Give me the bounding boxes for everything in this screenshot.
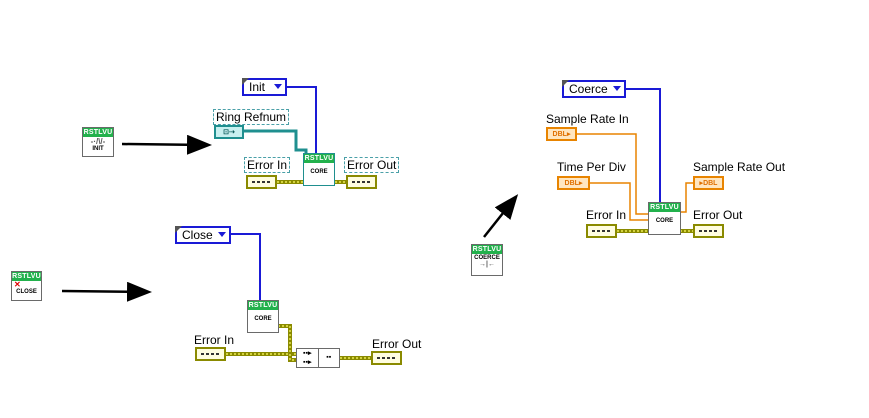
enum-corner-icon bbox=[562, 80, 569, 87]
close-error-in-terminal[interactable] bbox=[195, 347, 226, 361]
init-error-out-terminal[interactable] bbox=[346, 175, 377, 189]
coerce-error-in-label: Error In bbox=[586, 208, 627, 222]
ring-refnum-terminal[interactable]: ⊡⇢ bbox=[214, 125, 244, 139]
init-vi-header: RSTLVU bbox=[83, 128, 113, 137]
init-vi-symbol: -·/\/- bbox=[90, 137, 106, 146]
sample-rate-in-label: Sample Rate In bbox=[546, 112, 629, 126]
coerce-error-out-terminal[interactable] bbox=[693, 224, 724, 238]
coerce-core-vi[interactable]: RSTLVU CORE bbox=[648, 202, 681, 235]
close-x-icon: ✕ bbox=[14, 280, 21, 289]
close-error-out-terminal[interactable] bbox=[371, 351, 402, 365]
coerce-error-out-label: Error Out bbox=[693, 208, 743, 222]
close-core-header: RSTLVU bbox=[248, 301, 278, 310]
init-vi-icon[interactable]: RSTLVU -·/\/- INIT bbox=[82, 127, 114, 157]
arrow-coerce bbox=[483, 194, 519, 238]
merge-errors-node[interactable]: ▪▪▸▪▪▸ ▪▪ bbox=[296, 348, 340, 368]
arrow-init bbox=[121, 134, 212, 155]
sample-rate-in-terminal[interactable]: DBL▸ bbox=[546, 127, 577, 141]
close-enum-value: Close bbox=[182, 228, 213, 242]
close-enum-constant[interactable]: Close bbox=[175, 226, 231, 244]
coerce-vi-symbol: →|← bbox=[479, 261, 495, 268]
close-vi-caption: CLOSE bbox=[16, 289, 37, 295]
close-vi-header: RSTLVU bbox=[12, 272, 41, 281]
coerce-sr-wire bbox=[577, 133, 648, 215]
merge-errors-right-icon: ▪▪ bbox=[326, 354, 332, 361]
close-enum-wire bbox=[230, 233, 261, 301]
close-core-vi[interactable]: RSTLVU CORE bbox=[247, 300, 279, 333]
init-enum-wire bbox=[286, 86, 317, 154]
enum-corner-icon bbox=[175, 226, 182, 233]
sample-rate-in-dbl: DBL bbox=[552, 131, 567, 138]
init-error-in-terminal[interactable] bbox=[246, 175, 277, 189]
close-vi-icon[interactable]: RSTLVU ✕ CLOSE bbox=[11, 271, 42, 301]
close-core-caption: CORE bbox=[254, 316, 272, 322]
sample-rate-out-terminal[interactable]: ▸DBL bbox=[693, 176, 724, 190]
time-per-div-label: Time Per Div bbox=[557, 160, 626, 174]
close-error-in-label: Error In bbox=[194, 333, 235, 347]
chevron-down-icon bbox=[613, 86, 621, 91]
merge-errors-left-icon: ▪▪▸▪▪▸ bbox=[297, 349, 319, 367]
coerce-tpd-wire bbox=[590, 182, 648, 221]
init-error-out-label: Error Out bbox=[344, 157, 400, 173]
coerce-vi-icon[interactable]: RSTLVU COERCE →|← bbox=[471, 244, 503, 276]
init-enum-value: Init bbox=[249, 80, 266, 94]
coerce-enum-wire bbox=[626, 88, 661, 203]
ring-refnum-label: Ring Refnum bbox=[213, 109, 290, 125]
init-ref-wire bbox=[244, 129, 308, 156]
coerce-vi-caption: COERCE bbox=[474, 255, 500, 261]
init-core-vi[interactable]: RSTLVU CORE bbox=[303, 153, 335, 186]
chevron-down-icon bbox=[218, 232, 226, 237]
chevron-down-icon bbox=[274, 84, 282, 89]
coerce-enum-constant[interactable]: Coerce bbox=[562, 80, 626, 98]
init-core-header: RSTLVU bbox=[304, 154, 334, 163]
init-core-caption: CORE bbox=[310, 169, 328, 175]
coerce-enum-value: Coerce bbox=[569, 82, 608, 96]
enum-corner-icon bbox=[242, 78, 249, 85]
time-per-div-dbl: DBL bbox=[564, 180, 579, 187]
coerce-vi-header: RSTLVU bbox=[472, 245, 502, 254]
init-vi-caption: INIT bbox=[92, 146, 104, 152]
coerce-error-in-terminal[interactable] bbox=[586, 224, 617, 238]
sample-rate-out-dbl: DBL bbox=[703, 180, 718, 187]
sample-rate-out-label: Sample Rate Out bbox=[693, 160, 786, 174]
coerce-sr-out-wire bbox=[680, 182, 695, 213]
arrow-close bbox=[61, 281, 152, 302]
coerce-core-caption: CORE bbox=[655, 218, 674, 224]
time-per-div-terminal[interactable]: DBL▸ bbox=[557, 176, 590, 190]
coerce-core-header: RSTLVU bbox=[649, 203, 680, 212]
init-enum-constant[interactable]: Init bbox=[242, 78, 287, 96]
close-error-out-label: Error Out bbox=[372, 337, 422, 351]
init-error-in-label: Error In bbox=[244, 157, 291, 173]
